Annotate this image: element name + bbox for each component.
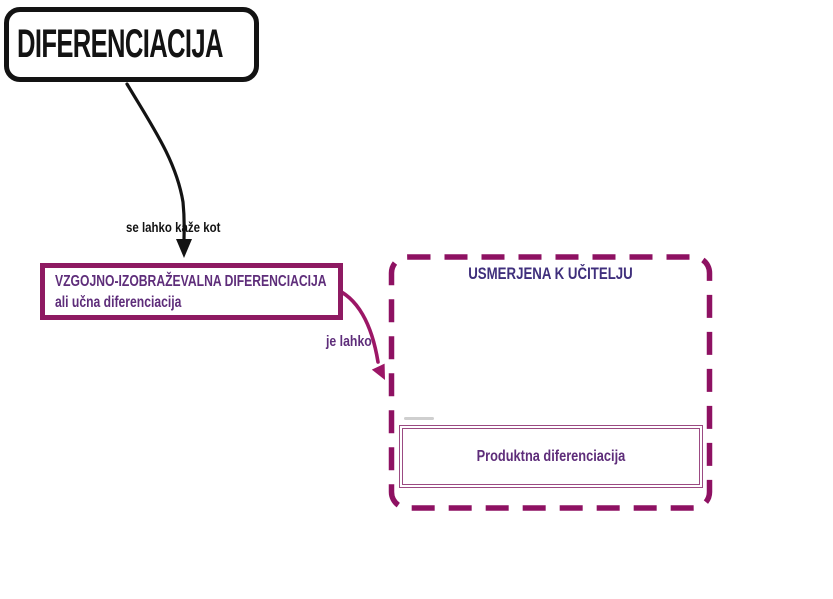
- node-vzgojno-line1: VZGOJNO-IZOBRAŽEVALNA DIFERENCIACIJA: [55, 273, 327, 290]
- stray-mark: [404, 417, 434, 420]
- node-diferenciacija[interactable]: DIFERENCIACIJA: [4, 7, 259, 82]
- edge-root-to-vzgojno-line[interactable]: [125, 82, 186, 243]
- edge-label-je-lahko: je lahko: [326, 333, 372, 350]
- edge-vzgojno-to-group-arrowhead: [371, 363, 385, 380]
- edge-root-to-vzgojno-arrowhead: [176, 239, 192, 258]
- node-produktna-label: Produktna diferenciacija: [476, 447, 626, 465]
- node-vzgojno-line2: ali učna diferenciacija: [55, 294, 182, 311]
- node-diferenciacija-label: DIFERENCIACIJA: [17, 22, 223, 66]
- node-produktna-diferenciacija[interactable]: Produktna diferenciacija: [399, 425, 703, 488]
- edge-label-se-lahko-kaze-kot: se lahko kaže kot: [126, 219, 221, 235]
- node-vzgojno-izobrazevalna[interactable]: VZGOJNO-IZOBRAŽEVALNA DIFERENCIACIJA ali…: [40, 263, 343, 320]
- group-usmerjena-title: USMERJENA K UČITELJU: [467, 264, 633, 283]
